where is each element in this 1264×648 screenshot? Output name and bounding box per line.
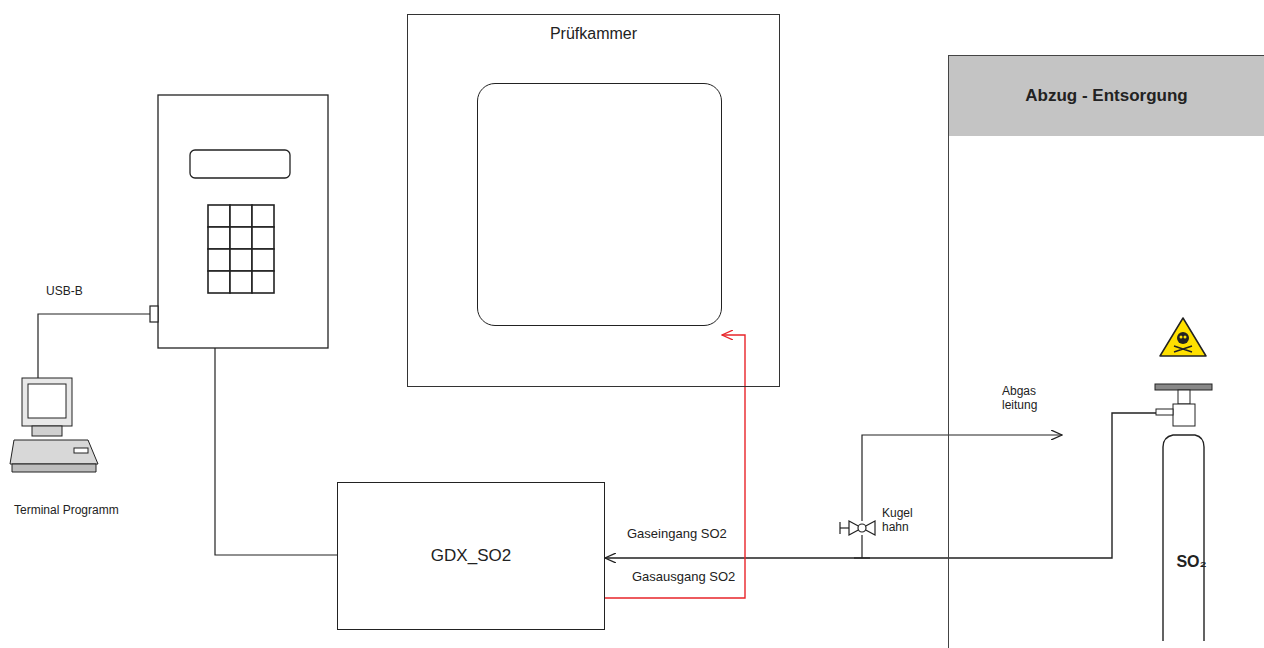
controller-housing [158, 95, 328, 348]
line-label: Abgas leitung [1000, 385, 1054, 413]
signal-cable [215, 348, 337, 555]
valve-label: Kugel hahn [880, 507, 924, 535]
header-band: Abzug - Entsorgung [949, 56, 1264, 136]
terminal-pc: Terminal Programm [8, 368, 128, 540]
node-label: Abzug - Entsorgung [1025, 86, 1187, 106]
fume-hood: Abzug - EntsorgungSO₂ [948, 55, 1264, 648]
controller-display [190, 150, 290, 178]
node-label: GDX_SO2 [431, 546, 511, 566]
keypad [208, 205, 274, 293]
usb-cable [38, 314, 150, 378]
node-label: SO₂ [1161, 553, 1222, 571]
inner-chamber [477, 83, 722, 326]
gas-line [605, 413, 1161, 558]
node-label: Prüfkammer [408, 25, 779, 43]
hazard-sign [1160, 318, 1206, 356]
computer-icon [8, 368, 108, 502]
valve-branch [861, 545, 862, 558]
edge-label: Gasausgang SO2 [630, 570, 737, 585]
port-label: USB-B [44, 285, 108, 299]
gas-cylinder: SO₂ [1161, 381, 1222, 641]
gas-line [605, 335, 745, 598]
test-chamber: Prüfkammer [407, 14, 780, 387]
cylinder-outline [1151, 381, 1216, 641]
node-label: Terminal Programm [8, 504, 128, 518]
ball-valve [840, 512, 875, 545]
gas-dosing-unit: GDX_SO2 [337, 482, 605, 630]
edge-label: Gaseingang SO2 [625, 527, 729, 542]
exhaust-line [862, 435, 1062, 512]
usb-port [150, 306, 158, 322]
